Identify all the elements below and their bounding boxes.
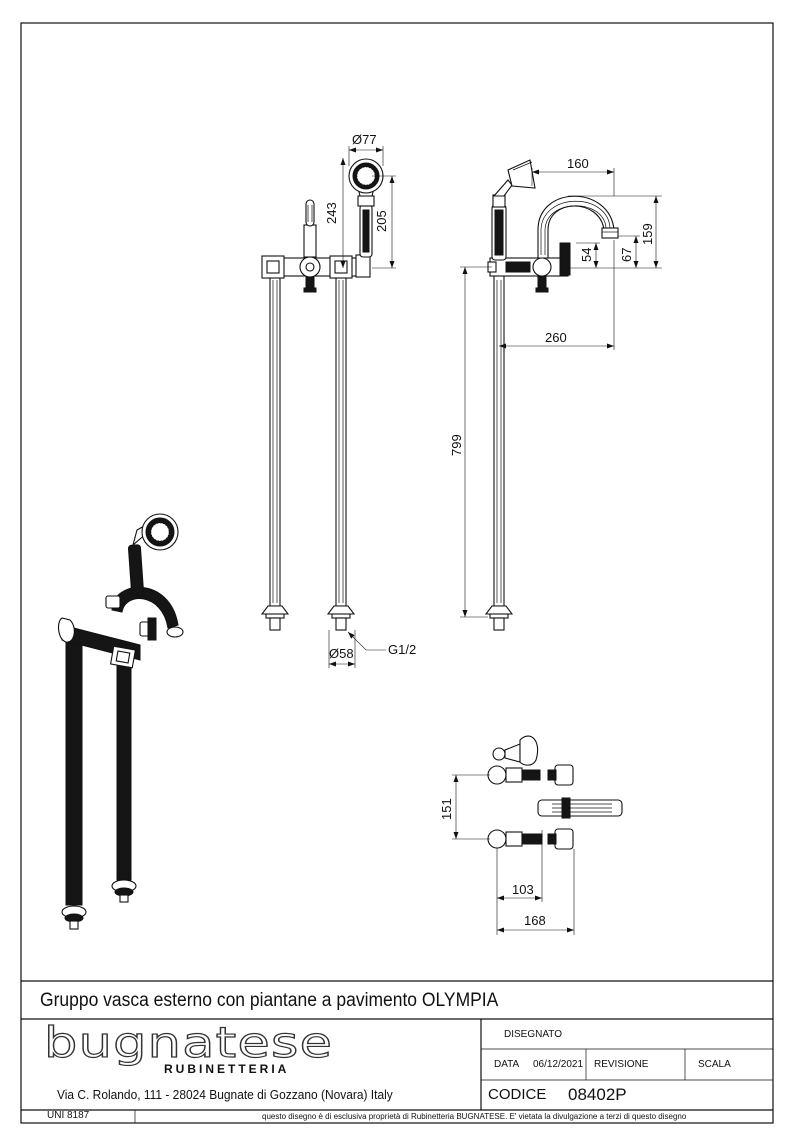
dim-g12: G1/2 (388, 642, 416, 657)
front-view: Ø77 243 205 Ø58 G1/2 (260, 132, 416, 668)
dim-67: 67 (619, 248, 634, 262)
uni-standard: UNI 8187 (47, 1110, 90, 1121)
drawing-frame (20, 22, 774, 1124)
dim-799: 799 (449, 434, 464, 456)
company-logo: bugnatese (43, 1018, 334, 1067)
title-block-grid (21, 980, 773, 1123)
data-label: DATA (494, 1059, 520, 1070)
perspective-view (57, 513, 184, 930)
dim-54: 54 (579, 248, 594, 262)
dim-168: 168 (524, 913, 546, 928)
drawing-title: Gruppo vasca esterno con piantane a pavi… (40, 990, 499, 1011)
dim-103: 103 (512, 882, 534, 897)
dim-159: 159 (640, 223, 655, 245)
ownership-footnote: questo disegno è di esclusiva proprietà … (262, 1112, 687, 1121)
data-value: 06/12/2021 (533, 1059, 584, 1070)
company-address: Via C. Rolando, 111 - 28024 Bugnate di G… (57, 1087, 393, 1102)
side-view: 160 159 67 54 260 799 (449, 156, 662, 631)
scala-label: SCALA (698, 1059, 731, 1070)
dim-58: Ø58 (329, 646, 354, 661)
dim-160: 160 (567, 156, 589, 171)
dim-205: 205 (374, 210, 389, 232)
dim-243: 243 (324, 202, 339, 224)
disegnato-label: DISEGNATO (504, 1029, 562, 1040)
codice-value: 08402P (568, 1085, 627, 1104)
company-logo-subtitle: RUBINETTERIA (164, 1062, 290, 1076)
dim-260: 260 (545, 330, 567, 345)
top-view: 151 103 168 (439, 735, 623, 935)
dim-151: 151 (439, 798, 454, 820)
codice-label: CODICE (488, 1086, 547, 1103)
revisione-label: REVISIONE (594, 1059, 649, 1070)
dim-77: Ø77 (352, 132, 377, 147)
